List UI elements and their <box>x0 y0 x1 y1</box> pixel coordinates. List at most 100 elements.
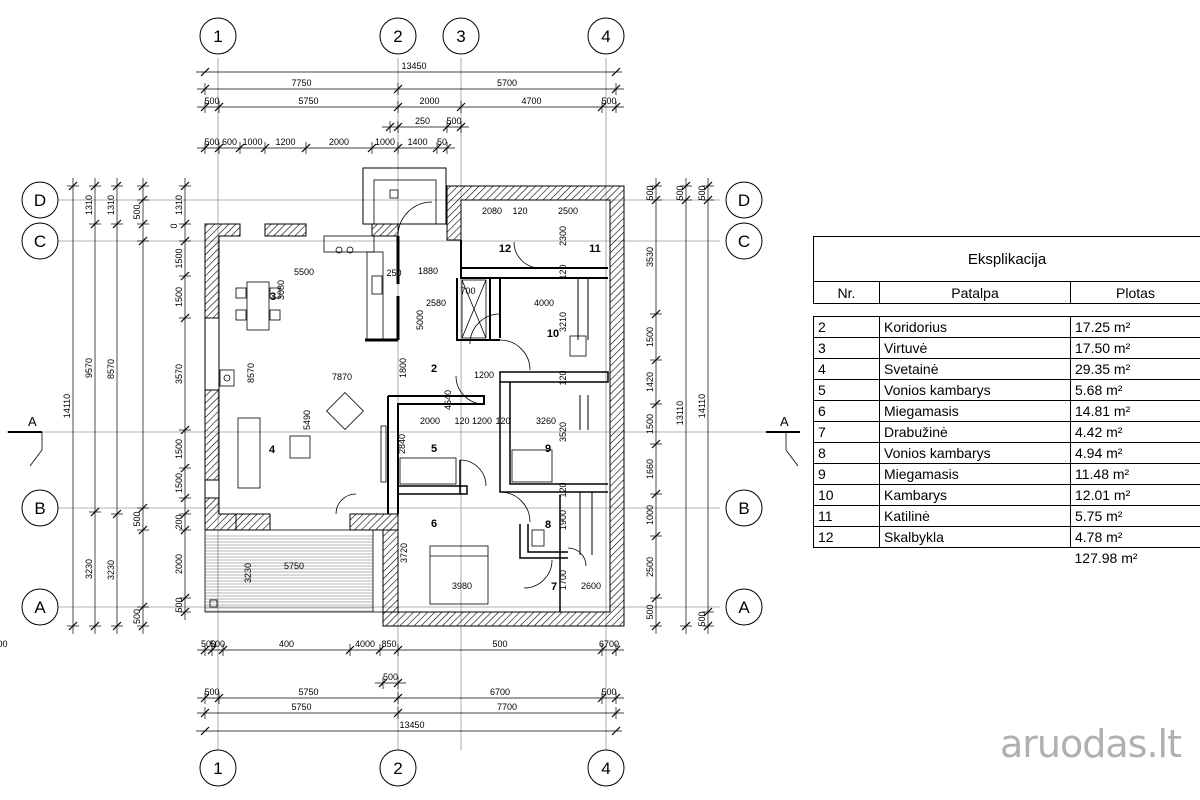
porch-column <box>389 189 399 199</box>
dim-bottom-row2-label: 500 <box>204 687 219 697</box>
shower-icon <box>511 449 553 483</box>
room-number-4: 4 <box>269 444 276 456</box>
outer-wall <box>382 529 399 613</box>
inner-wall <box>456 278 501 341</box>
explication-cell-nr: 2 <box>813 316 880 338</box>
dim-interior-label: 1800 <box>398 358 408 378</box>
explication-cell-name: Kambarys <box>879 484 1071 506</box>
dim-interior-label: 120 <box>512 206 527 216</box>
grid-bubble-right-A-label: A <box>738 598 750 617</box>
armchair <box>326 392 364 430</box>
dim-tick <box>611 67 621 77</box>
explication-cell-area: 29.35 m² <box>1070 358 1200 380</box>
watermark-logo: aruodas.lt <box>1000 722 1182 766</box>
grid-bubble-bottom-2-circle <box>379 749 417 787</box>
dim-left-inner-label: 1500 <box>174 248 184 268</box>
dim-top-row3-label: 600 <box>222 137 237 147</box>
room-number-3: 3 <box>270 291 276 303</box>
stove-icon <box>371 275 383 295</box>
dim-interior-label: 8570 <box>246 363 256 383</box>
inner-wall <box>519 495 568 612</box>
room-number-9: 9 <box>545 443 551 455</box>
room-number-12: 12 <box>499 243 511 255</box>
grid-bubble-bottom-4-circle <box>587 749 625 787</box>
outer-wall <box>349 513 399 531</box>
section-arrow <box>29 432 43 467</box>
dim-bottom-row1-label: 6700 <box>599 639 619 649</box>
dim-interior-label: 120 <box>558 370 568 385</box>
dim-left-mid-label: 9570 <box>84 358 94 378</box>
inner-wall <box>398 460 468 495</box>
dim-left-mid-label: 3230 <box>84 559 94 579</box>
room-number-5: 5 <box>431 443 437 455</box>
dim-interior-label: 2500 <box>558 206 578 216</box>
outer-wall <box>204 317 220 391</box>
dim-interior-label: 1880 <box>418 266 438 276</box>
dim-right-inner-label: 500 <box>645 185 655 200</box>
explication-cell-name: Miegamasis <box>879 400 1071 422</box>
dim-bottom-row3-label: 7700 <box>497 702 517 712</box>
dim-right-inner-label: 1500 <box>645 327 655 347</box>
inner-wall <box>499 371 609 383</box>
terrace-post <box>209 599 218 608</box>
porch-pillar <box>373 179 437 225</box>
dim-right-outer-label: 14110 <box>697 394 707 418</box>
door-arc <box>567 547 587 567</box>
grid-bubble-right-C-circle <box>725 222 763 260</box>
dim-right-outer-label: 500 <box>697 611 707 626</box>
dim-bottom-row1-label: 4000 <box>355 639 375 649</box>
dim-interior-label: 3720 <box>399 543 409 563</box>
dim-left-inner-label: 500 <box>174 597 184 612</box>
grid-bubble-1-circle <box>199 17 237 55</box>
dim-interior-label: 5750 <box>284 561 304 571</box>
inner-wall <box>460 240 608 279</box>
dim-top-row2-label: 4700 <box>521 96 541 106</box>
dim-interior-label: 3210 <box>558 312 568 332</box>
dim-bottom-row1-label: 850 <box>381 639 396 649</box>
section-label-right: A <box>780 414 789 429</box>
dim-bottom-overall: 13450 <box>399 720 424 730</box>
sofa <box>237 417 261 489</box>
dim-bottom-row2-label: 5750 <box>298 687 318 697</box>
dim-interior-label: 1700 <box>558 570 568 590</box>
dim-interior-label: 4000 <box>534 298 554 308</box>
grid-bubble-C-circle <box>21 222 59 260</box>
grid-bubble-right-A-circle <box>725 588 763 626</box>
outer-wall <box>204 497 237 531</box>
grid-bubble-4-label: 4 <box>601 27 610 46</box>
explication-cell-nr: 5 <box>813 379 880 401</box>
door-arc <box>469 313 501 345</box>
dim-interior-label: 4640 <box>443 390 453 410</box>
grid-bubble-3-circle <box>442 17 480 55</box>
dim-tick <box>200 67 210 77</box>
explication-cell-name: Vonios kambarys <box>879 442 1071 464</box>
explication-cell-name: Koridorius <box>879 316 1071 338</box>
dim-bottom-row1-label: 500 <box>0 639 8 649</box>
grid-bubble-D-label: D <box>34 191 46 210</box>
room-number-7: 7 <box>551 581 557 593</box>
grid-bubble-right-C-label: C <box>738 232 750 251</box>
room-number-2: 2 <box>431 363 437 375</box>
dim-top-row3-label: 1000 <box>375 137 395 147</box>
fireplace-icon <box>223 374 231 382</box>
outer-wall <box>204 479 220 499</box>
explication-cell-name: Miegamasis <box>879 463 1071 485</box>
terrace <box>204 529 384 613</box>
door-arc <box>335 493 357 515</box>
dim-top-row2-label: 500 <box>601 96 616 106</box>
grid-bubble-right-B-label: B <box>738 499 749 518</box>
dim-left-inner-label: 1500 <box>174 287 184 307</box>
door-arc <box>523 559 553 589</box>
